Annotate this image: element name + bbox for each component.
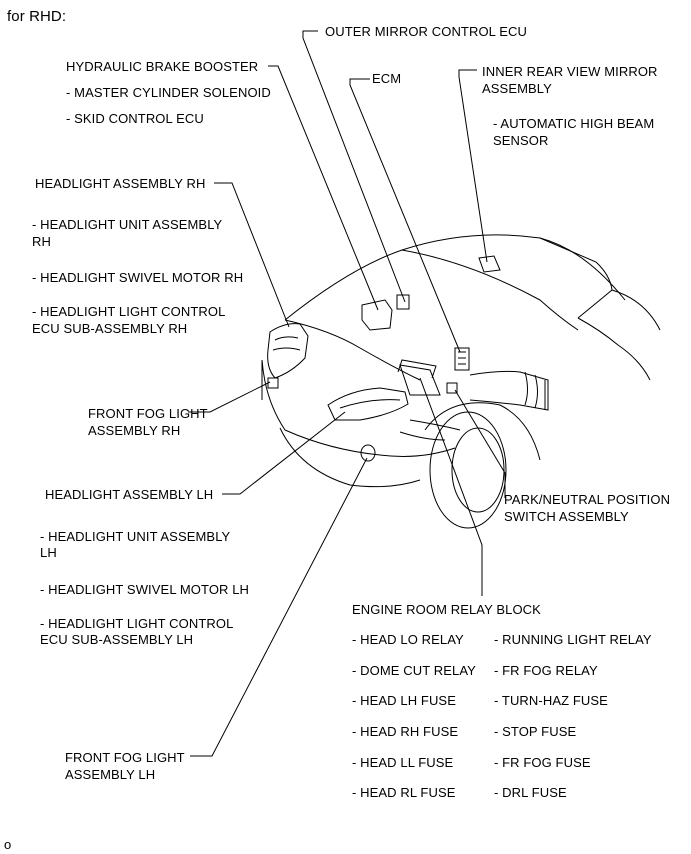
label-auto-high-beam-2: SENSOR [493,133,549,148]
relay-left-item: - DOME CUT RELAY [352,663,476,678]
relay-left-item: - HEAD LO RELAY [352,632,464,647]
park-neutral-switch-shape [446,382,458,394]
leader-fog-lh [190,457,368,757]
wheel-arch [424,402,541,461]
label-light-control-rh-1: - HEADLIGHT LIGHT CONTROL [32,304,226,319]
relay-right-item: - FR FOG RELAY [494,663,598,678]
relay-left-item: - HEAD LH FUSE [352,693,456,708]
outer-mirror-ecu-shape [396,294,410,310]
label-hydraulic-brake-booster: HYDRAULIC BRAKE BOOSTER [66,59,259,74]
bumper-outline [261,359,456,457]
relay-left-item: - HEAD RL FUSE [352,785,456,800]
label-front-fog-lh-2: ASSEMBLY LH [65,767,156,782]
label-headlight-unit-lh-1: - HEADLIGHT UNIT ASSEMBLY [40,529,231,544]
hood-outline [284,249,579,331]
label-engine-room-relay-block: ENGINE ROOM RELAY BLOCK [352,602,541,617]
footer-mark: o [4,837,12,852]
label-headlight-rh: HEADLIGHT ASSEMBLY RH [35,176,206,191]
leader-brake-booster [268,65,379,311]
leader-fog-rh [188,381,271,413]
relay-right-item: - STOP FUSE [494,724,577,739]
label-ecm: ECM [372,71,402,86]
fog-light-rh-shape [267,377,279,389]
label-swivel-motor-lh: - HEADLIGHT SWIVEL MOTOR LH [40,582,250,597]
door-line [611,289,661,331]
label-light-control-lh-1: - HEADLIGHT LIGHT CONTROL [40,616,234,631]
fender-line [577,317,651,381]
fog-light-lh-shape [360,444,376,462]
label-light-control-rh-2: ECU SUB-ASSEMBLY RH [32,321,188,336]
a-pillar [577,289,613,319]
label-park-neutral-1: PARK/NEUTRAL POSITION [504,492,671,507]
relay-left-item: - HEAD LL FUSE [352,755,454,770]
engine-room-relay-block-shape [399,364,441,396]
ecm-shape [454,347,470,371]
front-wheel-inner [451,427,505,513]
label-skid-control-ecu: - SKID CONTROL ECU [66,111,204,126]
label-front-fog-lh-1: FRONT FOG LIGHT [65,750,185,765]
relay-left-item: - HEAD RH FUSE [352,724,459,739]
label-master-cylinder-solenoid: - MASTER CYLINDER SOLENOID [66,85,271,100]
leader-park-neutral [454,389,506,498]
label-headlight-lh: HEADLIGHT ASSEMBLY LH [45,487,214,502]
label-front-fog-rh-2: ASSEMBLY RH [88,423,181,438]
front-wheel [429,411,507,529]
relay-right-item: - RUNNING LIGHT RELAY [494,632,652,647]
label-inner-mirror-1: INNER REAR VIEW MIRROR [482,64,658,79]
leader-relay-block [419,377,483,596]
label-inner-mirror-2: ASSEMBLY [482,81,552,96]
label-headlight-unit-rh-1: - HEADLIGHT UNIT ASSEMBLY [32,217,223,232]
headlight-rh-shape [267,323,309,379]
leader-inner-mirror [458,69,488,263]
label-headlight-unit-rh-2: RH [32,234,51,249]
leader-ecm [349,78,461,353]
inner-mirror-shape [478,255,501,273]
leader-headlight-lh [222,411,346,495]
relay-right-item: - TURN-HAZ FUSE [494,693,608,708]
leader-headlight-rh [214,182,290,328]
label-swivel-motor-rh: - HEADLIGHT SWIVEL MOTOR RH [32,270,244,285]
label-park-neutral-2: SWITCH ASSEMBLY [504,509,629,524]
leader-outer-mirror [302,30,406,303]
lower-bumper [279,427,421,488]
brake-booster-shape [361,299,393,331]
relay-right-item: - DRL FUSE [494,785,567,800]
caption: for RHD: [7,8,67,25]
label-light-control-lh-2: ECU SUB-ASSEMBLY LH [40,632,194,647]
air-duct [469,370,549,411]
roof-line [539,237,626,301]
headlight-lh-shape [327,387,409,421]
relay-right-item: - FR FOG FUSE [494,755,591,770]
windshield-outline [401,234,613,291]
label-headlight-unit-lh-2: LH [40,545,57,560]
label-auto-high-beam-1: - AUTOMATIC HIGH BEAM [493,116,655,131]
hood-front-edge [284,319,421,381]
label-outer-mirror-ecu: OUTER MIRROR CONTROL ECU [325,24,527,39]
label-front-fog-rh-1: FRONT FOG LIGHT [88,406,208,421]
